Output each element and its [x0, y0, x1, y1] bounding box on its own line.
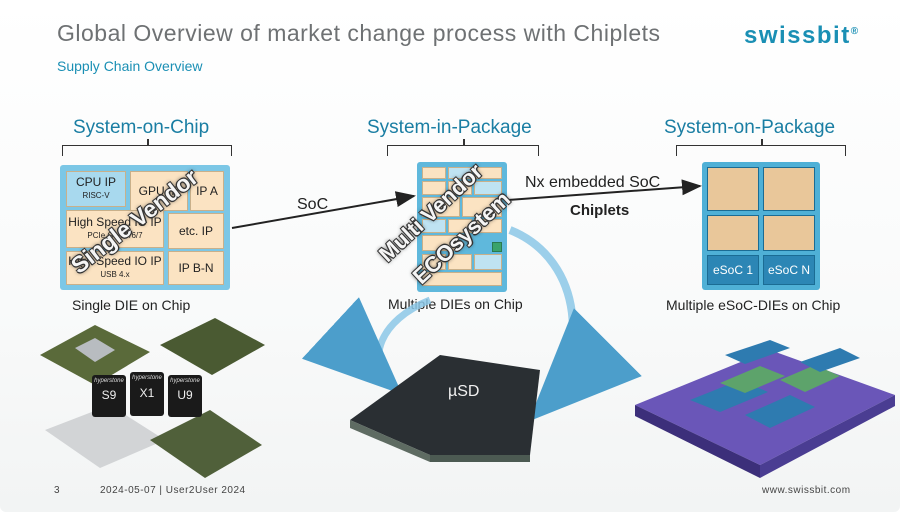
arrow-sip-to-sop [507, 179, 702, 201]
logo-text: swissbit [744, 22, 851, 49]
brace-sop [676, 139, 846, 156]
sip-package-diagram [417, 162, 507, 292]
block-ip-b-n-label: IP B-N [178, 261, 214, 275]
sip-die-cell [474, 181, 502, 195]
sip-die-cell [448, 181, 472, 195]
brace-soc [62, 139, 232, 156]
block-ip-a-label: IP A [196, 184, 218, 198]
chip-brand-3: hyperstone [170, 378, 200, 384]
sip-die-cell-green [492, 242, 502, 252]
sip-die-cell [422, 197, 460, 217]
block-ip-a: IP A [190, 171, 224, 211]
block-cpu-ip: CPU IP RISC-V [66, 171, 126, 207]
registered-mark: ® [850, 26, 860, 37]
chiplet-package-photo [635, 340, 895, 478]
heading-system-on-chip: System-on-Chip [73, 117, 210, 138]
soc-die-diagram: CPU IP RISC-V GPU IP IP A High Speed IO … [60, 165, 230, 290]
arrow-label-chiplets: Chiplets [570, 202, 630, 219]
block-high-speed-io-usb: High Speed IO IP USB 4.x [66, 251, 164, 285]
sip-die-cell [422, 219, 446, 233]
block-hsio-usb-label: High Speed IO IP [68, 254, 162, 268]
block-high-speed-io-pcie: High Speed IO IP PCIe Gen 5/6/7 [66, 210, 164, 248]
sop-package-diagram: eSoC 1 eSoC N [702, 162, 820, 290]
slide-title: Global Overview of market change process… [57, 20, 661, 46]
swissbit-logo: swissbit® [744, 22, 860, 50]
block-gpu-ip-label: GPU IP [138, 184, 180, 198]
sip-die-cell [422, 235, 458, 251]
sip-die-cell [422, 167, 446, 179]
sip-die-cell [422, 272, 502, 286]
sip-die-cell [448, 219, 472, 233]
usd-package-photo [350, 355, 540, 462]
block-cpu-ip-sub: RISC-V [82, 191, 110, 200]
chip-label-u9: U9 [177, 388, 193, 402]
sip-die-cell [462, 197, 502, 217]
sop-esoc-tile [707, 167, 759, 211]
chip-brand-1: hyperstone [94, 378, 124, 384]
slide-subtitle: Supply Chain Overview [57, 58, 203, 74]
block-hsio-pcie-label: High Speed IO IP [68, 215, 162, 229]
caption-single-die: Single DIE on Chip [72, 297, 191, 313]
footer-page-number: 3 [54, 485, 61, 496]
chip-brand-2: hyperstone [132, 375, 162, 381]
curve-sip-to-photo-right [508, 226, 642, 422]
bga-chips-photo [40, 318, 265, 478]
sip-die-cell [474, 254, 502, 270]
chip-label-x1: X1 [139, 386, 155, 400]
sop-esoc-tile [707, 215, 759, 251]
arrow-label-embedded-soc: Nx embedded SoC [525, 174, 661, 191]
usd-label: µSD [448, 383, 480, 400]
heading-system-on-package: System-on-Package [664, 117, 836, 138]
chip-label-s9: S9 [101, 388, 117, 402]
footer-date-event: 2024-05-07 | User2User 2024 [100, 485, 246, 496]
block-etc-ip: etc. IP [168, 213, 224, 249]
sip-die-cell [474, 167, 502, 179]
block-hsio-usb-sub: USB 4.x [100, 270, 130, 279]
arrow-label-soc: SoC [297, 196, 329, 213]
arrow-soc-to-sip [231, 191, 416, 229]
caption-multiple-esoc-dies: Multiple eSoC-DIEs on Chip [666, 297, 841, 313]
sop-esoc-tile [763, 167, 815, 211]
block-etc-ip-label: etc. IP [178, 224, 213, 238]
sip-die-cell [448, 254, 472, 270]
heading-system-in-package: System-in-Package [367, 117, 532, 138]
sip-die-cell [422, 181, 446, 195]
block-ip-b-n: IP B-N [168, 251, 224, 285]
sop-esoc-tile [763, 215, 815, 251]
sip-die-cell [474, 219, 502, 233]
block-cpu-ip-label: CPU IP [75, 175, 116, 189]
curve-sip-to-photo-left [301, 296, 432, 395]
sip-die-cell [448, 167, 472, 179]
footer-url: www.swissbit.com [762, 485, 851, 496]
esoc-n-tile: eSoC N [763, 255, 815, 285]
sip-die-cell [422, 254, 446, 270]
brace-sip [387, 139, 539, 156]
block-hsio-pcie-sub: PCIe Gen 5/6/7 [87, 231, 143, 240]
esoc-1-tile: eSoC 1 [707, 255, 759, 285]
